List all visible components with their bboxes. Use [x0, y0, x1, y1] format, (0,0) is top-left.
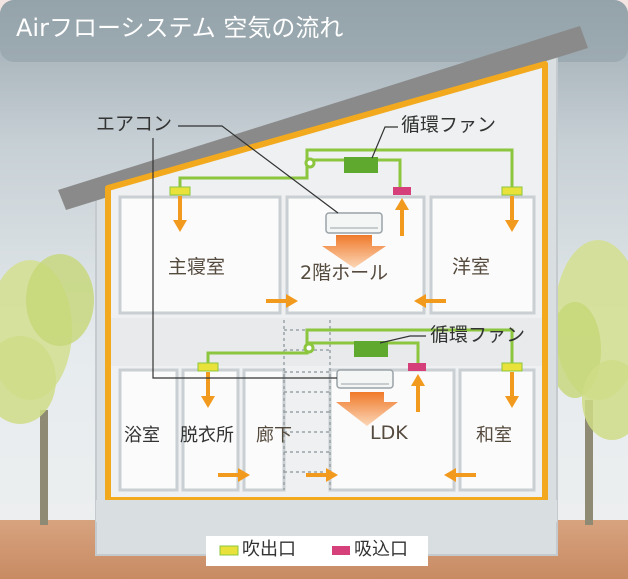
arrow-down-icon — [505, 372, 519, 408]
room-label-dressing: 脱衣所 — [180, 425, 234, 446]
tree-left-icon — [0, 254, 94, 525]
page-title: Airフローシステム 空気の流れ — [16, 14, 344, 42]
lower-rooms — [118, 368, 536, 492]
arrow-right-icon — [306, 468, 338, 482]
header-band — [0, 0, 628, 62]
room-label-corridor: 廊下 — [256, 425, 292, 446]
aircon-lower-icon — [336, 369, 398, 426]
arrow-right-icon — [266, 294, 298, 308]
aircon-upper-icon — [322, 212, 386, 268]
room-bathroom — [118, 368, 179, 492]
circulation-fan-upper — [344, 157, 378, 173]
intake-vent — [393, 187, 411, 195]
fan-upper-callout: 循環ファン — [401, 114, 497, 136]
intakes — [393, 187, 426, 371]
outlet-vent — [169, 186, 191, 196]
room-dressing — [181, 368, 240, 492]
room-label-bathroom: 浴室 — [124, 425, 160, 446]
room-corridor — [242, 368, 286, 492]
staircase — [283, 320, 331, 490]
outlets — [169, 186, 523, 372]
duct-upper — [178, 148, 514, 190]
room-label-2f-hall: 2階ホール — [300, 262, 389, 284]
duct-lower — [206, 328, 514, 363]
arrow-down-icon — [173, 196, 187, 232]
leader-lines — [152, 125, 426, 379]
intake-vent — [408, 363, 426, 371]
aircon-callout: エアコン — [96, 113, 173, 135]
room-label-ldk: LDK — [370, 422, 408, 444]
legend-box — [206, 536, 428, 566]
arrow-up-icon — [411, 374, 425, 412]
arrow-up-icon — [395, 198, 409, 236]
arrow-right-icon — [218, 468, 250, 482]
circulation-fan-lower — [354, 341, 388, 357]
room-label-japanese: 和室 — [476, 425, 512, 446]
fan-lower-callout: 循環ファン — [430, 324, 526, 346]
arrow-down-icon — [201, 372, 215, 408]
room-master-bedroom — [118, 195, 282, 315]
room-western — [429, 195, 536, 315]
arrow-down-icon — [505, 196, 519, 232]
tree-right-icon — [549, 240, 628, 525]
arrow-left-icon — [414, 294, 446, 308]
legend-intake-label: 吸込口 — [354, 539, 408, 560]
outlet-vent — [197, 362, 219, 372]
foundation — [96, 500, 557, 522]
room-label-western: 洋室 — [452, 256, 491, 278]
outlet-vent — [501, 186, 523, 196]
room-japanese — [458, 368, 536, 492]
room-label-master-bedroom: 主寝室 — [168, 256, 226, 278]
arrow-left-icon — [444, 468, 476, 482]
legend-outlet-swatch — [219, 545, 239, 556]
outlet-vent — [501, 362, 523, 372]
legend-outlet-label: 吹出口 — [242, 539, 296, 560]
airflow-arrows — [173, 196, 519, 482]
legend-intake-swatch — [332, 546, 350, 555]
